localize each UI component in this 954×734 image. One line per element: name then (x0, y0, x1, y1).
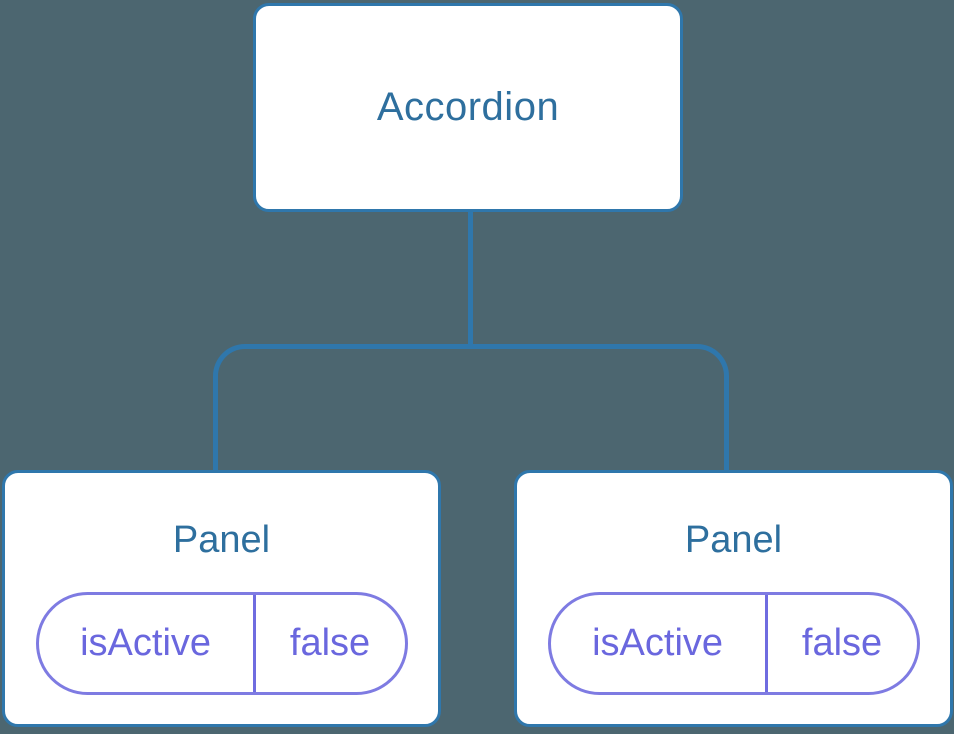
state-name: isActive (551, 595, 768, 692)
state-name: isActive (39, 595, 256, 692)
accordion-node-label: Accordion (376, 85, 560, 129)
tree-node-panel-left: Panel isActive false (2, 470, 441, 727)
connector-bracket (213, 344, 729, 470)
state-value: false (801, 622, 883, 664)
panel-node-label: Panel (684, 519, 783, 561)
state-pill: isActive false (35, 592, 408, 695)
tree-node-panel-right: Panel isActive false (514, 470, 953, 727)
panel-node-label: Panel (172, 519, 271, 561)
tree-node-accordion: Accordion (253, 3, 683, 212)
state-pill: isActive false (547, 592, 920, 695)
state-value: false (289, 622, 371, 664)
connector-stem (468, 210, 473, 347)
